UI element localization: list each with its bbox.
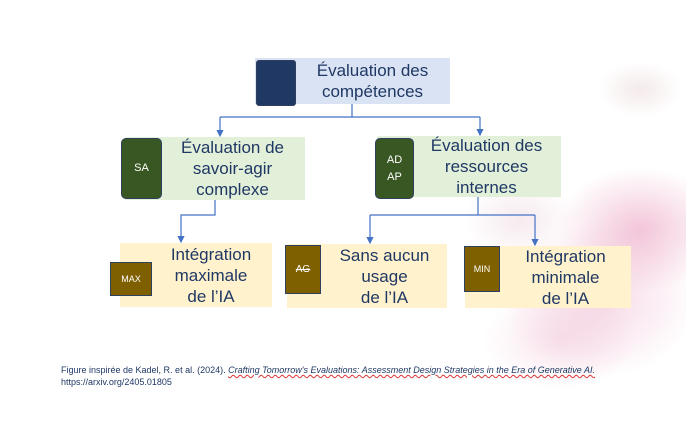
caption-url[interactable]: https://arxiv.org/2405.01805 xyxy=(61,377,172,387)
caption-prefix: Figure inspirée de Kadel, R. et al. (202… xyxy=(61,365,229,375)
figure-caption: Figure inspirée de Kadel, R. et al. (202… xyxy=(61,364,595,388)
right-badge: AD AP xyxy=(375,138,414,199)
leaf-none-label: Sans aucun usage de l’IA xyxy=(339,245,430,307)
leaf-max-label: Intégration maximale de l’IA xyxy=(170,244,252,306)
ag-badge: AG xyxy=(285,245,321,294)
root-badge xyxy=(256,60,296,106)
left-label: Évaluation de savoir-agir complexe xyxy=(180,138,285,199)
max-badge: MAX xyxy=(110,262,152,296)
root-label: Évaluation des compétences xyxy=(316,61,429,101)
min-badge: MIN xyxy=(464,246,500,292)
left-badge: SA xyxy=(121,138,162,199)
caption-title: Crafting Tomorrow's Evaluations: Assessm… xyxy=(228,365,595,375)
right-label: Évaluation des ressources internes xyxy=(430,136,543,197)
leaf-min-label: Intégration minimale de l’IA xyxy=(525,246,606,308)
